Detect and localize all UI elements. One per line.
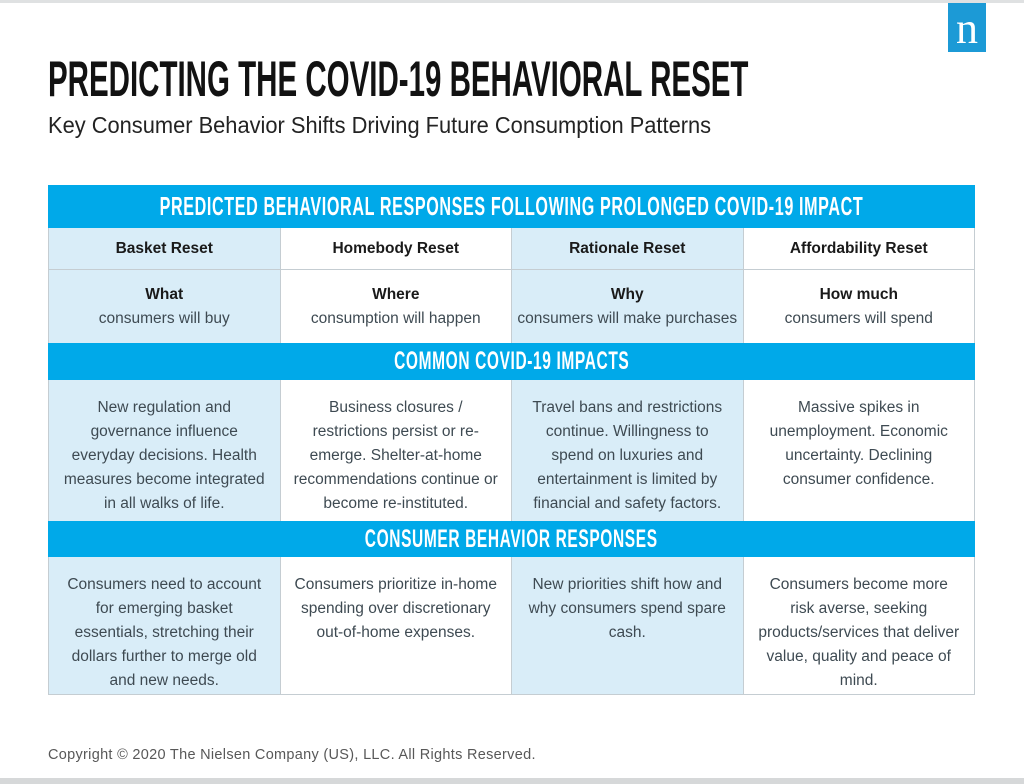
question-why-lead: Why: [610, 286, 644, 304]
impacts-row: New regulation and governance influence …: [48, 380, 975, 521]
question-where-rest: consumption will happen: [310, 309, 481, 327]
question-what: What consumers will buy: [49, 270, 281, 343]
page-top-edge: [0, 0, 1024, 3]
nielsen-logo: n: [948, 3, 986, 52]
nielsen-logo-letter: n: [956, 4, 978, 53]
response-basket: Consumers need to account for emerging b…: [49, 557, 281, 695]
reset-name-basket: Basket Reset: [49, 228, 281, 270]
reset-names-row: Basket Reset Homebody Reset Rationale Re…: [48, 228, 975, 270]
response-affordability: Consumers become more risk averse, seeki…: [743, 557, 975, 695]
table-header-band-label: PREDICTED BEHAVIORAL RESPONSES FOLLOWING…: [159, 191, 864, 221]
page-subtitle: Key Consumer Behavior Shifts Driving Fut…: [48, 112, 712, 138]
question-how-much-lead: How much: [819, 286, 898, 304]
question-how-much: How much consumers will spend: [743, 270, 975, 343]
question-why-rest: consumers will make purchases: [517, 309, 738, 327]
reset-name-homebody: Homebody Reset: [280, 228, 512, 270]
impact-affordability: Massive spikes in unemployment. Economic…: [743, 380, 975, 521]
reset-name-rationale: Rationale Reset: [512, 228, 744, 270]
response-homebody: Consumers prioritize in-home spending ov…: [280, 557, 512, 695]
response-rationale: New priorities shift how and why consume…: [512, 557, 744, 695]
impact-homebody: Business closures / restrictions persist…: [280, 380, 512, 521]
table-header-band: PREDICTED BEHAVIORAL RESPONSES FOLLOWING…: [48, 185, 975, 228]
page-bottom-edge: [0, 778, 1024, 784]
question-how-much-rest: consumers will spend: [784, 309, 933, 327]
responses-band-label: CONSUMER BEHAVIOR RESPONSES: [365, 524, 658, 553]
question-where: Where consumption will happen: [280, 270, 512, 343]
reset-name-affordability: Affordability Reset: [743, 228, 975, 270]
impacts-band-label: COMMON COVID-19 IMPACTS: [393, 347, 630, 375]
reset-questions-row: What consumers will buy Where consumptio…: [48, 270, 975, 343]
question-where-lead: Where: [372, 286, 420, 304]
question-what-lead: What: [145, 286, 184, 304]
impacts-band: COMMON COVID-19 IMPACTS: [48, 343, 975, 380]
impact-basket: New regulation and governance influence …: [49, 380, 281, 521]
behavioral-reset-table: PREDICTED BEHAVIORAL RESPONSES FOLLOWING…: [48, 185, 975, 695]
question-what-rest: consumers will buy: [98, 309, 230, 327]
impact-rationale: Travel bans and restrictions continue. W…: [512, 380, 744, 521]
page-title: PREDICTING THE COVID-19 BEHAVIORAL RESET: [48, 51, 749, 107]
copyright-notice: Copyright © 2020 The Nielsen Company (US…: [48, 747, 536, 763]
responses-band: CONSUMER BEHAVIOR RESPONSES: [48, 521, 975, 557]
responses-row: Consumers need to account for emerging b…: [48, 557, 975, 695]
question-why: Why consumers will make purchases: [512, 270, 744, 343]
